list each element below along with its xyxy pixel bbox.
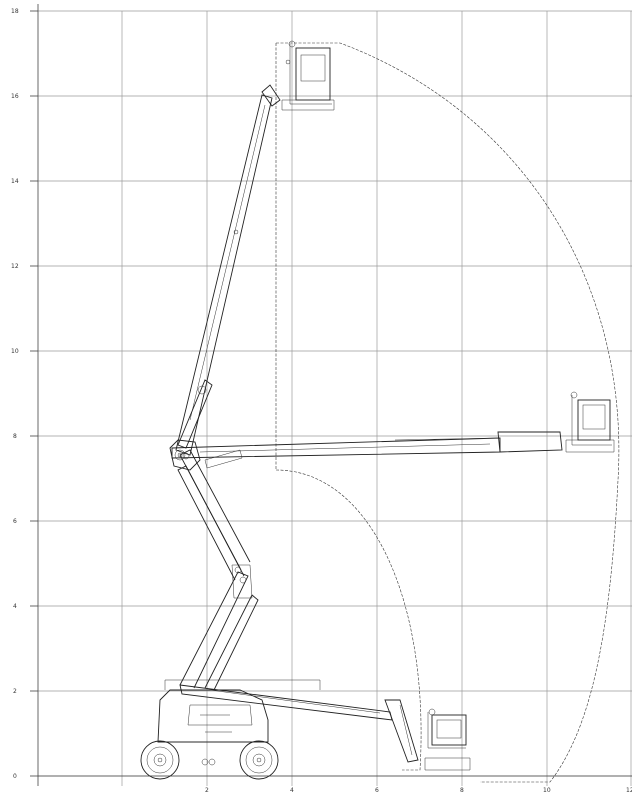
y-tick-label: 10 (11, 348, 19, 355)
x-tick-label: 6 (375, 787, 379, 794)
platform-stowed (424, 708, 471, 771)
y-axis-ticks (30, 10, 38, 777)
turntable-joint (169, 439, 201, 471)
tow-hook-icon (201, 758, 216, 766)
horizontal-grid (38, 10, 632, 777)
platform-horizontal (565, 391, 615, 453)
machine-chassis (157, 679, 321, 743)
platform-raised (281, 40, 335, 111)
y-tick-label: 18 (11, 8, 19, 15)
x-tick-label: 12 (626, 787, 632, 794)
wheel-front-icon (140, 740, 180, 780)
boom-horizontal (171, 431, 563, 469)
riser-arms (177, 449, 259, 691)
wheel-rear-icon (239, 740, 279, 780)
y-tick-label: 2 (13, 688, 17, 695)
boom-stowed (179, 684, 419, 763)
x-tick-label: 8 (460, 787, 464, 794)
x-tick-label: 10 (543, 787, 551, 794)
y-tick-label: 16 (11, 93, 19, 100)
x-axis-labels: 2 4 6 8 10 12 (205, 787, 632, 794)
x-tick-label: 2 (205, 787, 209, 794)
y-tick-label: 4 (13, 603, 17, 610)
y-tick-label: 12 (11, 263, 19, 270)
vertical-grid (37, 4, 632, 786)
boom-raised (175, 84, 281, 456)
y-tick-label: 6 (13, 518, 17, 525)
y-axis-labels: 0 2 4 6 8 10 12 14 16 18 (11, 8, 19, 780)
working-envelope (275, 42, 620, 783)
y-tick-label: 8 (13, 433, 17, 440)
y-tick-label: 0 (13, 773, 17, 780)
x-tick-label: 4 (290, 787, 294, 794)
y-tick-label: 14 (11, 178, 19, 185)
